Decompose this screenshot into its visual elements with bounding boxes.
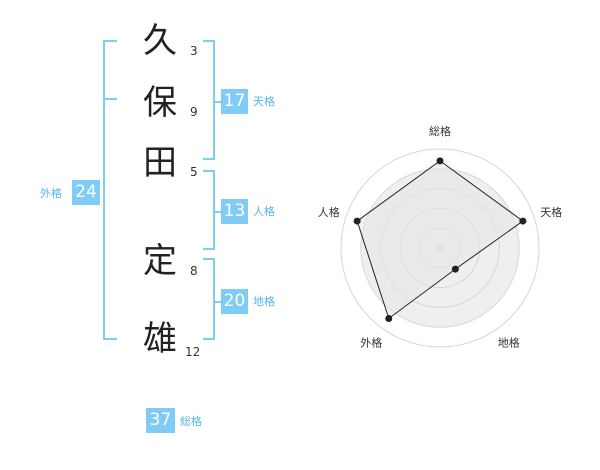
name-char-1: 久 bbox=[143, 21, 177, 61]
radar-point-2 bbox=[451, 265, 459, 273]
name-char-3: 田 bbox=[143, 143, 177, 183]
radar-axis-label-0: 総格 bbox=[429, 124, 451, 138]
jinkaku-bracket-vertical bbox=[213, 170, 215, 250]
stroke-count-2: 9 bbox=[190, 105, 198, 119]
radar-point-1 bbox=[519, 217, 527, 225]
radar-axis-label-4: 人格 bbox=[318, 205, 340, 219]
radar-axis-label-2: 地格 bbox=[498, 336, 520, 350]
stroke-count-5: 12 bbox=[185, 345, 201, 359]
tenkaku-label: 天格 bbox=[253, 95, 275, 108]
radar-point-3 bbox=[385, 314, 393, 322]
jinkaku-bracket-tick bbox=[213, 211, 221, 213]
chikaku-badge: 20 bbox=[221, 289, 248, 314]
tenkaku-bracket-tick bbox=[213, 101, 221, 103]
gaikaku-bracket-bottom bbox=[103, 338, 117, 340]
radar-axis-label-1: 天格 bbox=[540, 205, 562, 219]
stroke-count-3: 5 bbox=[190, 165, 198, 179]
chikaku-bracket-bottom bbox=[203, 338, 215, 340]
tenkaku-bracket-vertical bbox=[213, 40, 215, 160]
radar-point-4 bbox=[353, 217, 361, 225]
tenkaku-bracket-top bbox=[203, 40, 215, 42]
gaikaku-badge: 24 bbox=[72, 180, 100, 205]
chikaku-label: 地格 bbox=[253, 295, 275, 308]
gaikaku-bracket-mid bbox=[103, 98, 117, 100]
tenkaku-bracket-bottom bbox=[203, 158, 215, 160]
jinkaku-badge: 13 bbox=[221, 199, 248, 224]
jinkaku-bracket-bottom bbox=[203, 248, 215, 250]
radar-axis-label-3: 外格 bbox=[360, 336, 382, 350]
gaikaku-bracket-vertical bbox=[103, 40, 105, 340]
stroke-count-4: 8 bbox=[190, 264, 198, 278]
jinkaku-bracket-top bbox=[203, 170, 215, 172]
radar-point-0 bbox=[436, 157, 444, 165]
name-char-4: 定 bbox=[143, 241, 177, 281]
stroke-count-1: 3 bbox=[190, 44, 198, 58]
gaikaku-label: 外格 bbox=[40, 187, 62, 200]
soukaku-badge: 37 bbox=[146, 408, 175, 433]
chikaku-bracket-tick bbox=[213, 301, 221, 303]
name-char-5: 雄 bbox=[143, 319, 177, 359]
soukaku-label: 総格 bbox=[180, 415, 202, 428]
radar-series-polygon bbox=[356, 160, 524, 320]
jinkaku-label: 人格 bbox=[253, 205, 275, 218]
gaikaku-bracket-top bbox=[103, 40, 117, 42]
chikaku-bracket-top bbox=[203, 258, 215, 260]
tenkaku-badge: 17 bbox=[221, 89, 248, 114]
chikaku-bracket-vertical bbox=[213, 258, 215, 340]
name-char-2: 保 bbox=[143, 83, 177, 123]
